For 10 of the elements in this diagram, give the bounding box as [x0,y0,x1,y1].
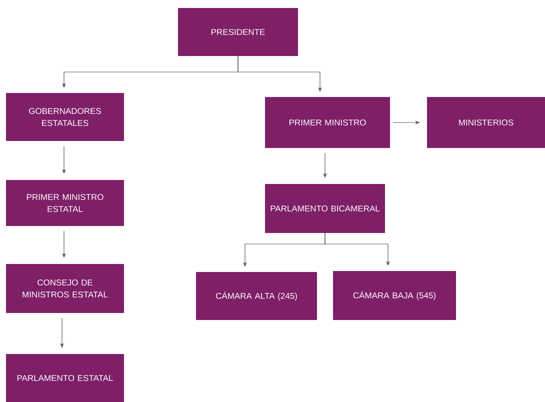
org-box: PRIMER MINISTRO ESTATAL [6,180,124,226]
org-box: PARLAMENTO ESTATAL [6,354,124,402]
org-box: GOBERNADORES ESTATALES [6,93,124,141]
org-box: PARLAMENTO BICAMERAL [265,184,385,233]
org-box: CÁMARA ALTA (245) [196,272,317,320]
org-box: CONSEJO DE MINISTROS ESTATAL [6,264,124,313]
org-box: PRIMER MINISTRO [265,97,390,148]
org-box: CÁMARA BAJA (545) [333,271,456,320]
org-box: MINISTERIOS [427,97,545,148]
org-box: PRESIDENTE [178,8,298,56]
